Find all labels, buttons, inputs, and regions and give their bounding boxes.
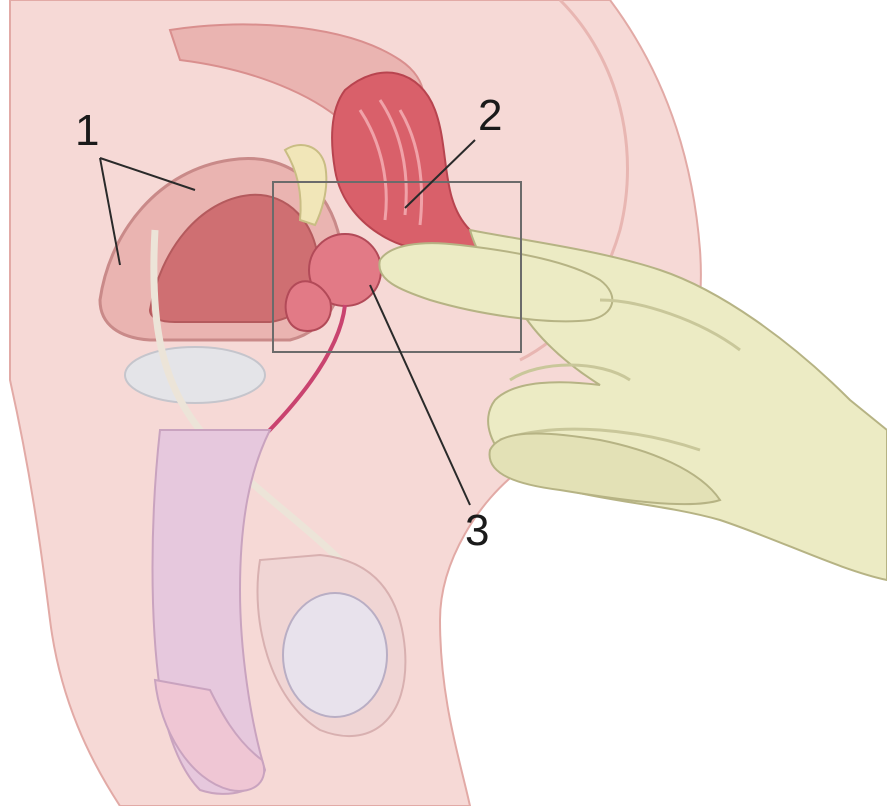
pubic-bone <box>125 347 265 403</box>
testis <box>283 593 387 717</box>
callout-label-1: 1 <box>75 106 99 155</box>
callout-label-2: 2 <box>478 91 502 140</box>
callout-label-3: 3 <box>465 506 489 555</box>
